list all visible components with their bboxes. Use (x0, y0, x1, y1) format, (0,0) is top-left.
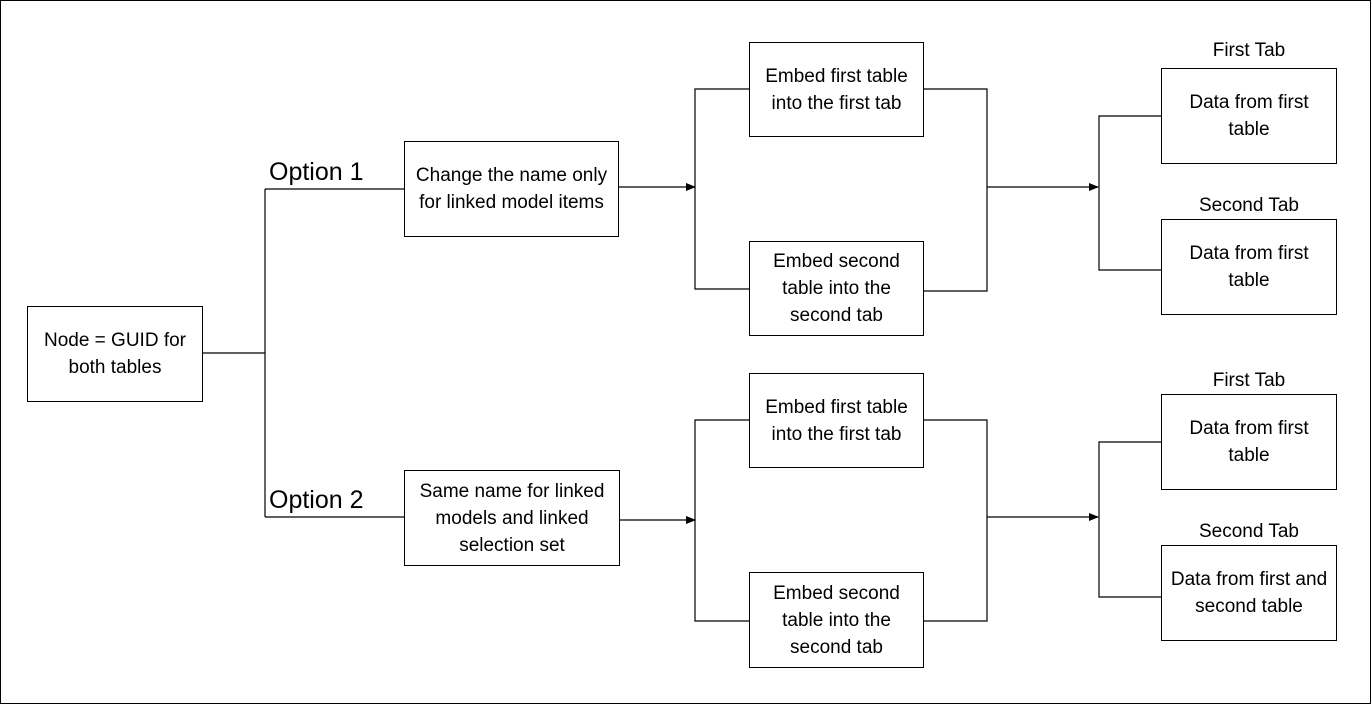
option-1-label: Option 1 (269, 158, 364, 186)
option-2-first-tab-box: Data from first table (1161, 394, 1337, 490)
option-1-second-tab-label: Second Tab (1198, 195, 1299, 216)
option-1-first-tab-box: Data from first table (1161, 68, 1337, 164)
option-2-second-tab-label: Second Tab (1198, 521, 1299, 542)
connector-option1-embed-bracket (694, 88, 749, 290)
option-2-label: Option 2 (269, 486, 364, 514)
option-1-embed-second: Embed second table into the second tab (749, 241, 924, 336)
option-2-embed-first-text: Embed first table into the first tab (765, 396, 908, 445)
connector-option1-merge-bracket (924, 88, 988, 292)
option-1-first-tab-content: Data from first table (1189, 92, 1309, 140)
option-2-second-tab-box: Data from first and second table (1161, 545, 1337, 641)
option-2-box: Same name for linked models and linked s… (404, 470, 620, 566)
option-1-first-tab-label: First Tab (1212, 40, 1286, 61)
option-1-embed-second-text: Embed second table into the second tab (773, 251, 900, 326)
option-1-embed-first: Embed first table into the first tab (749, 42, 924, 137)
connector-option1-tab-bracket (1098, 115, 1161, 271)
option-2-box-text: Same name for linked models and linked s… (419, 480, 605, 556)
option-2-first-tab-label: First Tab (1212, 370, 1286, 391)
option-1-second-tab-content: Data from first table (1189, 243, 1309, 291)
connector-option2-merge-bracket (924, 419, 988, 622)
connector-option2-tab-bracket (1098, 441, 1161, 598)
root-node: Node = GUID for both tables (27, 306, 203, 402)
option-2-second-tab-content: Data from first and second table (1170, 569, 1328, 617)
root-node-text: Node = GUID for both tables (43, 330, 187, 378)
option-1-box-text: Change the name only for linked model it… (415, 165, 608, 213)
option-2-first-tab-content: Data from first table (1189, 418, 1309, 466)
option-1-embed-first-text: Embed first table into the first tab (765, 65, 908, 114)
option-2-embed-second-text: Embed second table into the second tab (773, 582, 900, 658)
option-1-second-tab-box: Data from first table (1161, 219, 1337, 315)
option-1-box: Change the name only for linked model it… (404, 141, 619, 237)
option-2-embed-first: Embed first table into the first tab (749, 373, 924, 468)
option-2-embed-second: Embed second table into the second tab (749, 572, 924, 668)
connector-option2-embed-bracket (694, 419, 749, 622)
